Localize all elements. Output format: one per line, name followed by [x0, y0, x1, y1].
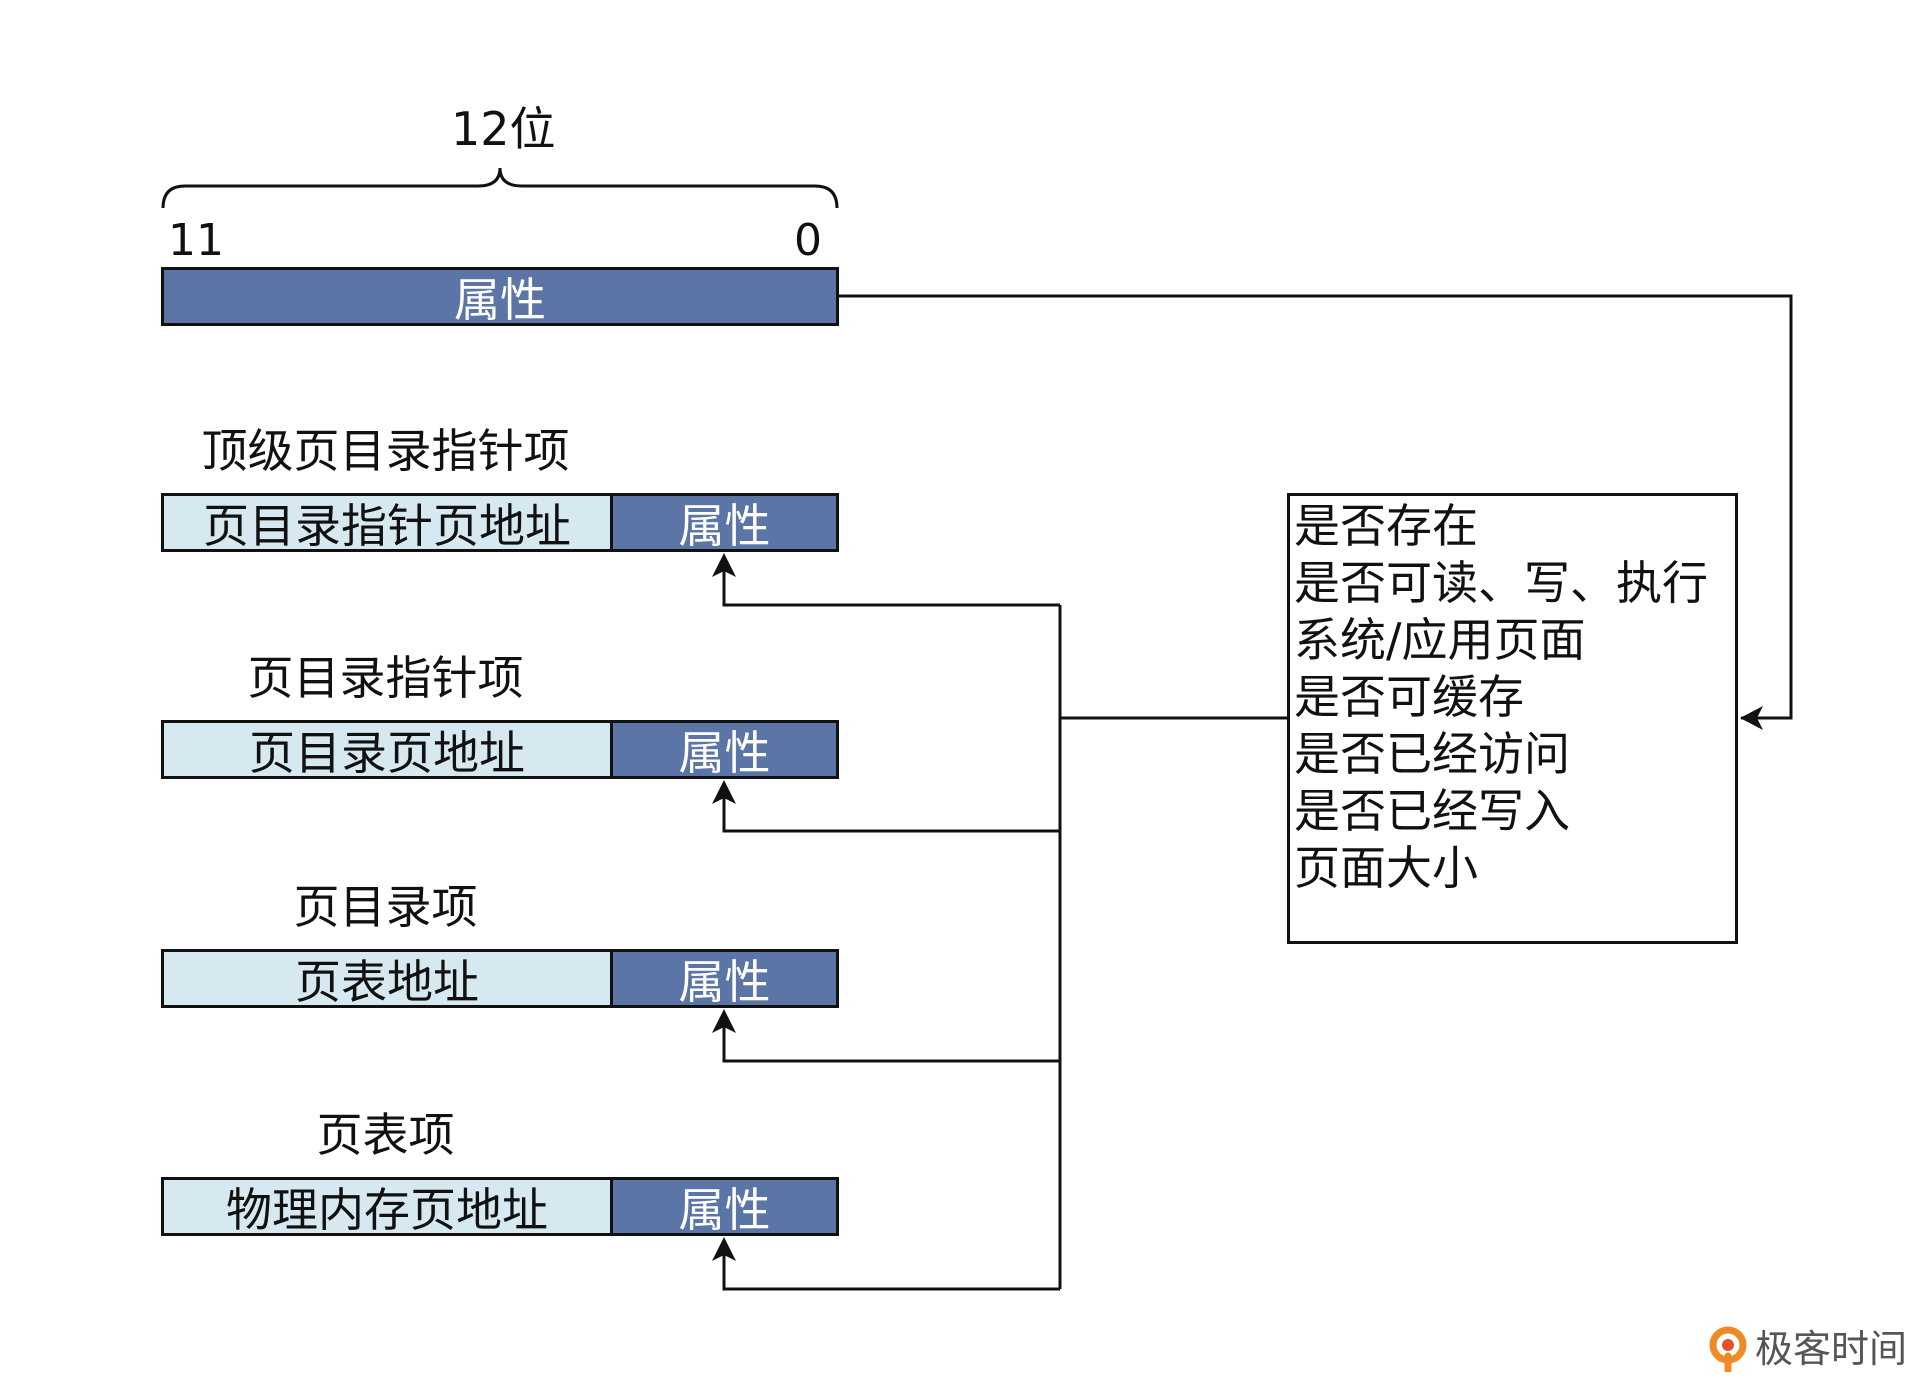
- entry-attribute-field: 属性: [610, 949, 839, 1009]
- attribute-detail-item: 页面大小: [1294, 841, 1478, 895]
- entry-address-label: 页目录页地址: [249, 725, 525, 780]
- attribute-detail-item: 是否已经访问: [1294, 727, 1570, 781]
- attribute-detail-item: 是否已经写入: [1294, 784, 1570, 838]
- geektime-logo-icon: [1709, 1326, 1747, 1372]
- attribute-bits-bar: 属性: [161, 267, 839, 327]
- entry-address-field: 页表地址: [161, 949, 613, 1009]
- trunk-to-entry-4-line: [722, 1240, 1060, 1291]
- brand-watermark: 极客时间: [1707, 1326, 1907, 1372]
- attr-to-details-arrowhead: [1740, 706, 1763, 730]
- entry-address-label: 物理内存页地址: [226, 1182, 548, 1237]
- entry-address-label: 页目录指针页地址: [203, 498, 571, 553]
- entry-attribute-label: 属性: [678, 725, 771, 780]
- attribute-detail-item: 系统/应用页面: [1294, 613, 1586, 667]
- brand-name: 极客时间: [1755, 1327, 1908, 1371]
- entry-attribute-field: 属性: [610, 1177, 839, 1237]
- entry-attribute-field: 属性: [610, 720, 839, 780]
- entry-4-arrowhead: [712, 1237, 736, 1261]
- entry-attribute-label: 属性: [678, 954, 771, 1009]
- entry-title: 页目录指针项: [247, 651, 524, 705]
- entry-1-arrowhead: [712, 553, 736, 577]
- entry-address-label: 页表地址: [295, 954, 479, 1009]
- bit-width-label: 12位: [451, 102, 556, 156]
- entry-attribute-label: 属性: [678, 1182, 771, 1237]
- trunk-to-entry-1-line: [722, 556, 1060, 607]
- entry-2-arrowhead: [712, 780, 736, 804]
- trunk-to-entry-3-line: [722, 1012, 1060, 1063]
- entry-attribute-label: 属性: [678, 498, 771, 553]
- entry-title: 页目录项: [293, 880, 478, 934]
- bit-low-index: 0: [794, 215, 822, 266]
- bit-range-brace: [161, 167, 839, 209]
- attribute-detail-item: 是否可读、写、执行: [1294, 556, 1708, 610]
- entry-title: 页表项: [316, 1108, 455, 1162]
- entry-title: 顶级页目录指针项: [201, 424, 570, 478]
- attribute-detail-item: 是否可缓存: [1294, 670, 1524, 724]
- attribute-bits-label: 属性: [454, 272, 546, 327]
- entry-address-field: 页目录指针页地址: [161, 493, 613, 553]
- entry-3-arrowhead: [712, 1009, 736, 1033]
- attr-to-details-line: [839, 294, 1793, 720]
- trunk-to-entry-2-line: [722, 783, 1060, 833]
- entry-address-field: 物理内存页地址: [161, 1177, 613, 1237]
- entry-attribute-field: 属性: [610, 493, 839, 553]
- attribute-details-box: 是否存在 是否可读、写、执行 系统/应用页面 是否可缓存 是否已经访问 是否已经…: [1287, 493, 1738, 944]
- bit-high-index: 11: [168, 215, 224, 266]
- entry-address-field: 页目录页地址: [161, 720, 613, 780]
- attribute-detail-item: 是否存在: [1294, 499, 1478, 553]
